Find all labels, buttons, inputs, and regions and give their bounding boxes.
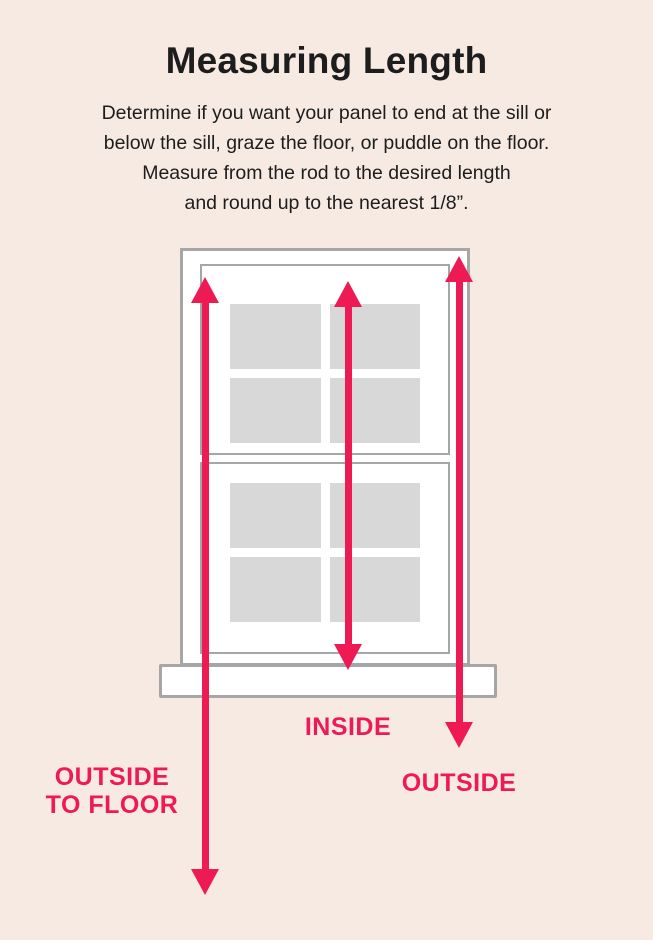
top-sash-pane-grid bbox=[230, 304, 420, 443]
inside-label: INSIDE bbox=[304, 713, 392, 741]
page-title: Measuring Length bbox=[165, 40, 488, 81]
window-bottom-sash bbox=[200, 462, 450, 654]
arrowhead-up-icon bbox=[191, 277, 219, 303]
outside-to-floor-label: OUTSIDE TO FLOOR bbox=[45, 763, 179, 819]
window-sill bbox=[159, 664, 497, 698]
arrow-shaft bbox=[344, 307, 352, 644]
window-pane bbox=[230, 557, 321, 622]
window-pane bbox=[230, 483, 321, 548]
arrowhead-down-icon bbox=[191, 869, 219, 895]
arrow-shaft bbox=[201, 303, 209, 869]
arrowhead-down-icon bbox=[445, 722, 473, 748]
outside-arrow bbox=[445, 256, 473, 748]
inside-arrow bbox=[334, 281, 362, 670]
window-pane bbox=[230, 378, 321, 443]
page-subtitle: Determine if you want your panel to end … bbox=[101, 102, 552, 214]
window-illustration bbox=[180, 248, 470, 666]
arrowhead-up-icon bbox=[445, 256, 473, 282]
outside-to-floor-arrow bbox=[191, 277, 219, 895]
outside-label: OUTSIDE bbox=[401, 769, 517, 797]
bottom-sash-pane-grid bbox=[230, 483, 420, 622]
arrow-shaft bbox=[455, 282, 463, 722]
window-top-sash bbox=[200, 264, 450, 455]
window-pane bbox=[230, 304, 321, 369]
arrowhead-up-icon bbox=[334, 281, 362, 307]
arrowhead-down-icon bbox=[334, 644, 362, 670]
